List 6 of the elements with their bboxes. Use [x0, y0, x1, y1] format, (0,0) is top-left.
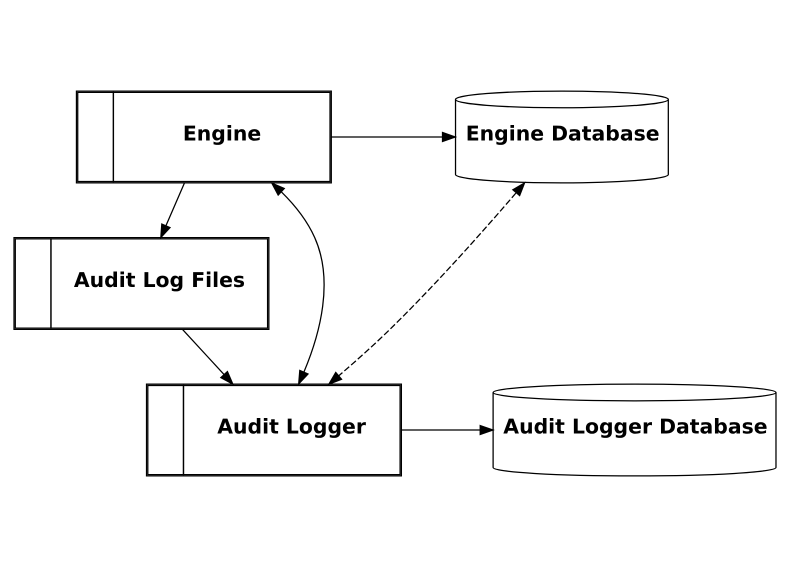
- arrow: [332, 132, 458, 142]
- arrow: [401, 424, 495, 436]
- arrow: [160, 182, 186, 240]
- arrow: [270, 182, 325, 386]
- arrow: [327, 182, 526, 386]
- arrow: [182, 329, 234, 386]
